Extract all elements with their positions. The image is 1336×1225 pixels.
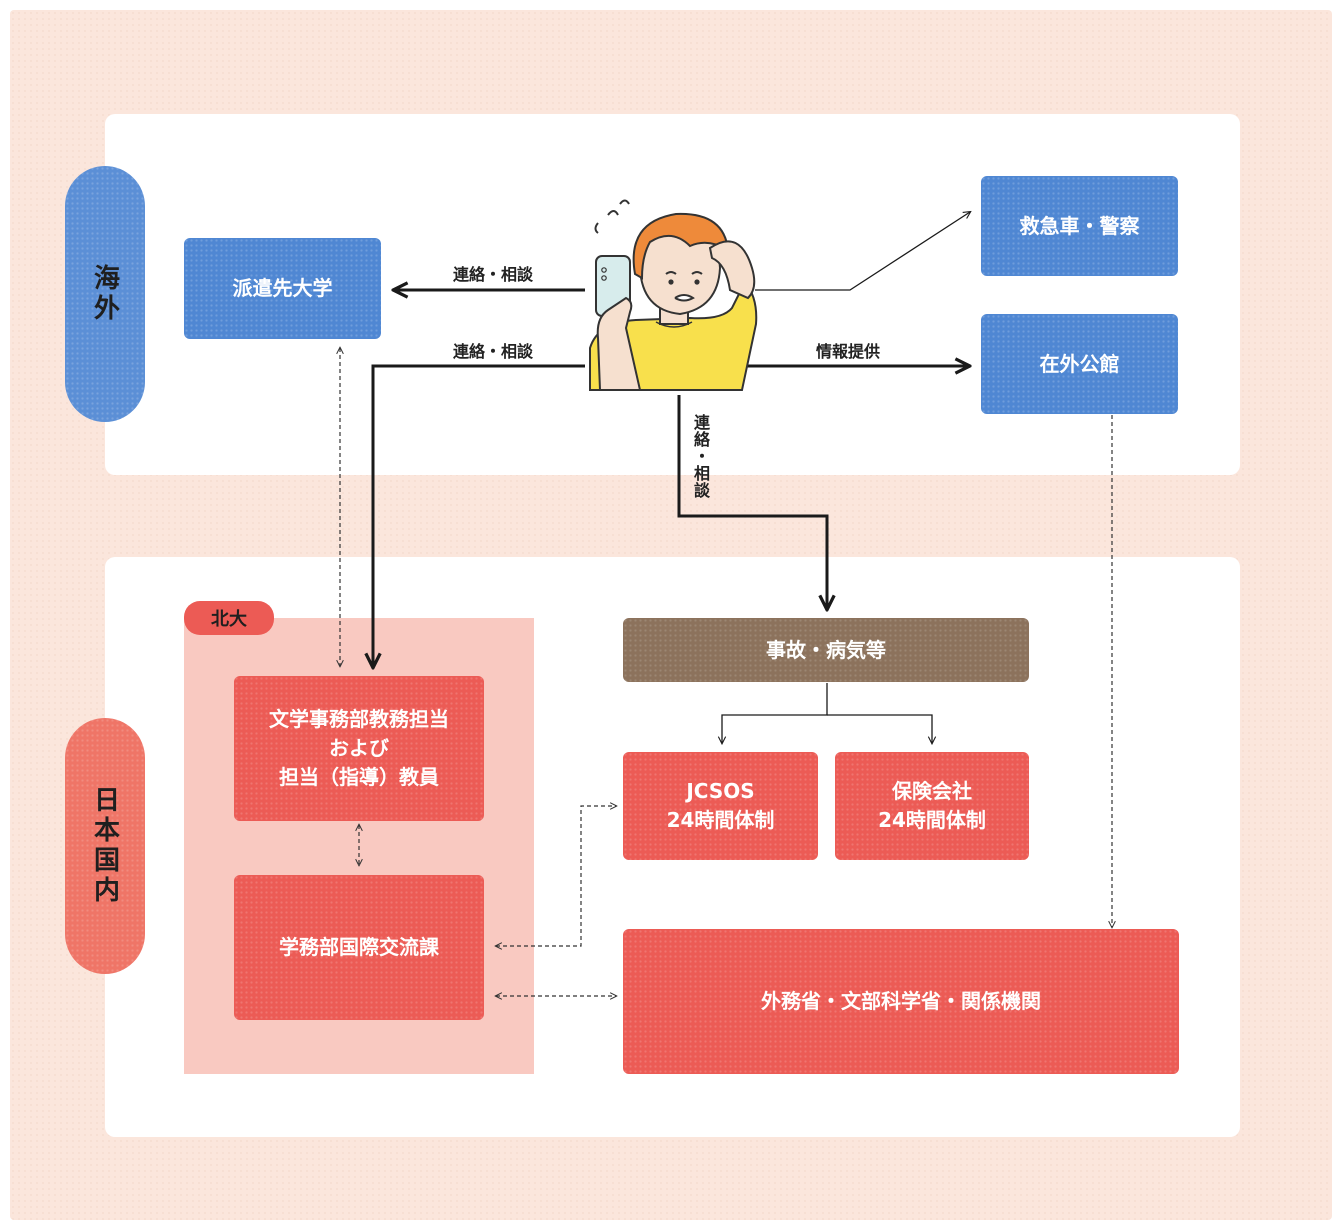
worried-student-with-phone-icon xyxy=(589,199,758,391)
jcsos-name: JCSOS xyxy=(686,779,755,803)
jcsos-hours: 24時間体制 xyxy=(666,808,775,832)
diagram-canvas: 海外 日本国内 北大 連絡・相談 連絡・相談 情報提供 連絡・相談 xyxy=(10,10,1332,1220)
label-info-provision: 情報提供 xyxy=(816,342,881,361)
host-university-box: 派遣先大学 xyxy=(184,238,381,339)
accident-box: 事故・病気等 xyxy=(623,618,1029,682)
letters-office-box: 文学事務部教務担当 および 担当（指導）教員 xyxy=(234,676,484,821)
letters-office-line2: および xyxy=(329,736,389,760)
embassy-label: 在外公館 xyxy=(1039,351,1120,376)
overseas-region-label: 海外 xyxy=(65,166,145,422)
domestic-region-label: 日本国内 xyxy=(65,718,145,974)
host-university-label: 派遣先大学 xyxy=(232,276,333,300)
intl-exchange-label: 学務部国際交流課 xyxy=(279,935,439,959)
letters-office-line3: 担当（指導）教員 xyxy=(279,765,439,789)
embassy-box: 在外公館 xyxy=(981,314,1178,414)
ambulance-police-box: 救急車・警察 xyxy=(981,176,1178,276)
ministries-box: 外務省・文部科学省・関係機関 xyxy=(623,929,1179,1074)
hokudai-tag: 北大 xyxy=(184,601,274,635)
branch-to-jcsos xyxy=(722,683,828,743)
arrow-to-letters-office xyxy=(373,364,585,666)
letters-office-line1: 文学事務部教務担当 xyxy=(269,707,449,731)
insurance-box: 保険会社 24時間体制 xyxy=(835,752,1029,860)
dashed-intl-to-jcsos xyxy=(496,806,616,946)
accident-label: 事故・病気等 xyxy=(766,637,886,662)
connector-lines xyxy=(10,10,1332,1220)
branch-to-insurance xyxy=(827,714,932,743)
intl-exchange-box: 学務部国際交流課 xyxy=(234,875,484,1020)
label-contact-vertical: 連絡・相談 xyxy=(691,414,710,499)
label-contact-host: 連絡・相談 xyxy=(453,265,534,284)
arrow-to-ambulance xyxy=(755,212,970,291)
label-contact-office: 連絡・相談 xyxy=(453,342,534,361)
arrow-to-accident xyxy=(677,395,827,608)
jcsos-box: JCSOS 24時間体制 xyxy=(623,752,818,860)
insurance-name: 保険会社 xyxy=(892,779,972,803)
ambulance-police-label: 救急車・警察 xyxy=(1019,213,1140,238)
insurance-hours: 24時間体制 xyxy=(878,808,986,832)
ministries-label: 外務省・文部科学省・関係機関 xyxy=(761,989,1041,1013)
